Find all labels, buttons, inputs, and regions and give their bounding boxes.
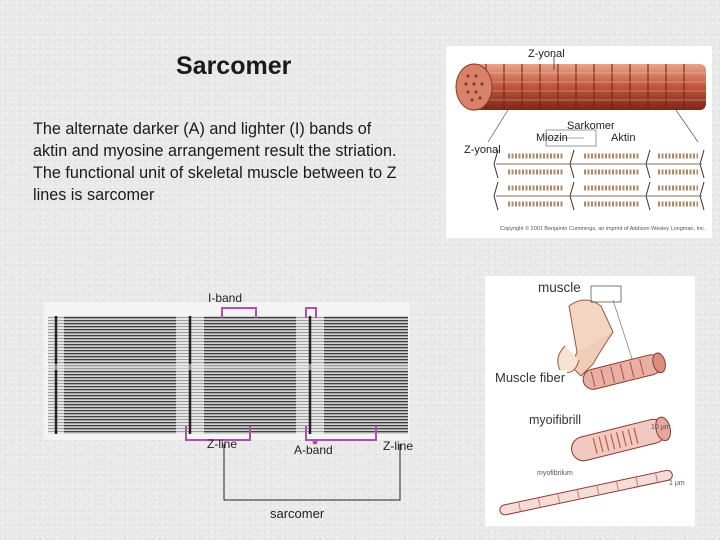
z-line-label-left: Z-yonal xyxy=(464,144,501,156)
z-line-right-label: Z-line xyxy=(383,439,414,453)
muscle-fiber-label: Muscle fiber xyxy=(493,370,568,385)
sarcomer-bracket-label: sarcomer xyxy=(270,506,325,521)
scale-label: 10 µm xyxy=(651,424,671,431)
sarcomere-micrograph xyxy=(44,302,410,440)
muscle-hierarchy-illustration: muscle Muscle fiber myoifibrill 10 µm my… xyxy=(485,276,695,526)
muscle-structure-illustration xyxy=(455,56,706,211)
copyright-note: Copyright © 2001 Benjamin Cummings, an i… xyxy=(500,226,706,232)
actin-label: Aktin xyxy=(611,132,636,144)
micrograph-image xyxy=(44,302,410,440)
muscle-label: muscle xyxy=(536,280,583,295)
slide-body-text: The alternate darker (A) and lighter (I)… xyxy=(33,120,397,204)
z-line-left-label: Z-line xyxy=(207,437,238,451)
slide-title: Sarcomer xyxy=(176,52,292,80)
scale-small-label: 1 µm xyxy=(669,480,685,487)
myofibril-label: myoifibrill xyxy=(527,413,584,427)
sarcomer-label: Sarkomer xyxy=(567,120,615,132)
sarcomer-bracket xyxy=(185,426,401,501)
myosin-label: Miozin xyxy=(536,132,568,144)
muscle-hierarchy-image xyxy=(499,285,673,516)
i-band-brackets xyxy=(221,307,317,318)
i-band-label: I-band xyxy=(208,291,243,305)
myofibril-small-label: myofibrilum xyxy=(537,470,573,477)
a-band-label: A-band xyxy=(294,443,333,457)
z-line-label-top: Z-yonal xyxy=(528,48,565,60)
myofilament-rows xyxy=(493,149,705,211)
muscle-structure-diagram: Z-yonal Sarkomer Miozin Aktin Z-yonal Co… xyxy=(446,46,712,238)
